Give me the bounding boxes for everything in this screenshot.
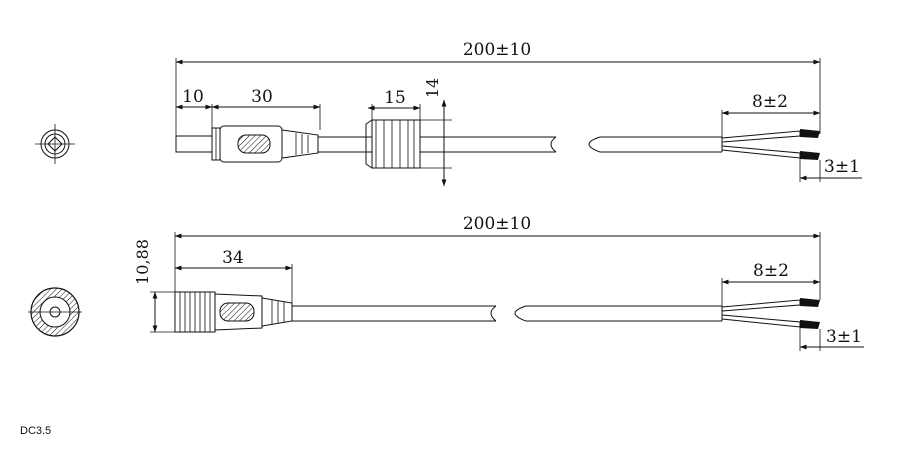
model-caption: DC3.5 — [20, 425, 51, 437]
nut-width-label: 15 — [384, 88, 406, 108]
grip-pad — [237, 134, 271, 154]
plug-body-length-label: 30 — [251, 87, 273, 107]
socket-grip-pad — [219, 302, 255, 322]
nut-height-label: 14 — [423, 78, 442, 98]
tin-length-label: 3±1 — [824, 157, 860, 177]
cable-bottom — [292, 298, 820, 329]
overall-length-label: 200±10 — [463, 40, 531, 60]
socket-diameter-label: 10,88 — [133, 239, 152, 285]
tin-length-label-bottom: 3±1 — [826, 327, 862, 347]
strip-length-label: 8±2 — [752, 92, 788, 112]
plug-tip-length-label: 10 — [182, 87, 204, 107]
socket-end-view — [28, 287, 82, 337]
strip-length-label-bottom: 8±2 — [753, 261, 789, 281]
overall-length-label-bottom: 200±10 — [463, 214, 531, 234]
socket-length-label: 34 — [222, 248, 244, 268]
panel-nut — [365, 119, 421, 169]
top-dimensions: 200±10 10 30 15 14 8±2 3±1 — [175, 40, 862, 187]
cable-top — [420, 129, 820, 160]
bottom-dimensions: 200±10 34 10,88 8±2 3±1 — [133, 214, 864, 351]
plug-connector-top — [175, 125, 372, 163]
plug-end-view — [35, 124, 75, 164]
socket-connector — [174, 291, 293, 333]
